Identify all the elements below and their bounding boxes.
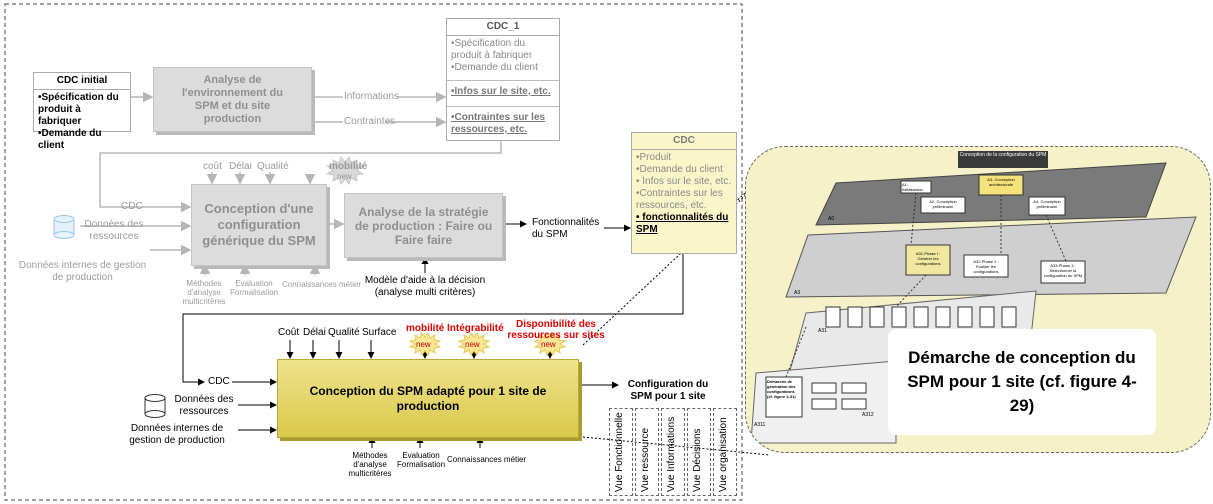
cdc-initial-item: •Spécification du bbox=[38, 92, 119, 103]
cdc-1-card: CDC_1 •Spécification du produit à fabriq… bbox=[446, 18, 560, 141]
generic-control-cout: coût bbox=[203, 161, 222, 172]
inset-label-a31: A31 bbox=[818, 328, 827, 334]
cdc-final-item: •Contraintes sur les ressources, etc. bbox=[636, 188, 723, 211]
new-badge-2: new bbox=[465, 340, 480, 349]
inset-panel: Conception de la configuration du SPM A1… bbox=[745, 146, 1211, 453]
inset-caption: Démarche de conception du SPM pour 1 sit… bbox=[907, 348, 1137, 415]
analyse-environnement-label: Analyse de l'environnement du SPM et du … bbox=[181, 73, 283, 125]
cdc-final-item: •Produit bbox=[636, 152, 672, 163]
cdc-final-fonctionnalites: • fonctionnalités du SPM bbox=[636, 212, 729, 235]
vue-fonctionnelle: Vue Fonctionnelle bbox=[614, 412, 625, 492]
cdc-1-item: produit à fabriquer bbox=[451, 50, 533, 61]
database-icon-adapted bbox=[144, 394, 166, 418]
new-badge-3: new bbox=[541, 340, 556, 349]
adapted-control-delai: Délai bbox=[303, 327, 326, 338]
vue-informations-box bbox=[661, 408, 685, 496]
flow-informations: Informations bbox=[344, 91, 400, 102]
adapted-mech-evaluation: Evaluation Formalisation bbox=[397, 451, 446, 469]
analyse-strategie-box: Analyse de la stratégie de production : … bbox=[344, 193, 503, 258]
conception-generique-box: Conception d'une configuration générique… bbox=[191, 184, 327, 266]
inset-a3-box-1: A31-Phase I : Générer les configurations bbox=[915, 251, 941, 266]
cdc-1-infos: •Infos sur le site, etc. bbox=[451, 86, 551, 97]
inset-label-a3: A3 bbox=[794, 290, 801, 296]
adapted-mech-methodes: Méthodes d'analyse multicritères bbox=[348, 451, 392, 478]
cdc-initial-item: •Demande du client bbox=[38, 128, 102, 151]
inset-top-title: Conception de la configuration du SPM bbox=[959, 152, 1047, 158]
inset-a0-box-2: A2- Conception préliminaire bbox=[929, 199, 957, 209]
adapted-new-mobilite: mobilité bbox=[406, 323, 445, 334]
new-burst-generic bbox=[325, 155, 365, 186]
conception-generique-label: Conception d'une configuration générique… bbox=[202, 201, 316, 248]
adapted-donnees-internes: Données internes de gestion de productio… bbox=[129, 423, 225, 446]
generic-control-delai: Délai bbox=[229, 161, 252, 172]
vue-ressource-box bbox=[635, 408, 659, 496]
vue-fonctionnelle-box bbox=[609, 408, 633, 496]
generic-mech-methodes: Méthodes d'analyse multicritères bbox=[182, 279, 226, 306]
inset-label-a312: A312 bbox=[862, 412, 874, 418]
inset-a0-box-1: A1- Initialisation bbox=[902, 182, 923, 192]
cdc-final-item: • Infos sur le site, etc. bbox=[636, 176, 732, 187]
adapted-cdc-label: CDC bbox=[208, 376, 230, 387]
cdc-1-contraintes: •Contraintes sur les ressources, etc. bbox=[451, 112, 546, 135]
cdc-final-title: CDC bbox=[632, 133, 736, 150]
inset-a3-box-3: A33-Phase 3 : Sélectionner la configurat… bbox=[1043, 263, 1083, 278]
inset-label-a0: A0 bbox=[828, 216, 835, 222]
database-icon-generic bbox=[53, 215, 75, 239]
vue-organisation-box bbox=[713, 408, 737, 496]
cdc-final-card: CDC •Produit •Demande du client • Infos … bbox=[631, 132, 737, 254]
fonctionnalites-output: Fonctionnalités du SPM bbox=[532, 217, 600, 240]
configuration-output: Configuration du SPM pour 1 site bbox=[627, 379, 709, 402]
vues-group: Vue Fonctionnelle Vue ressource Vue Info… bbox=[609, 408, 739, 496]
cdc-initial-title: CDC initial bbox=[34, 73, 130, 90]
generic-mech-evaluation: Evaluation Formalisation bbox=[230, 279, 279, 297]
cdc-final-item: •Demande du client bbox=[636, 164, 723, 175]
adapted-donnees-ressources: Données des ressources bbox=[174, 394, 234, 417]
adapted-new-disponibilite: Disponibilité des ressources sur sites bbox=[507, 319, 605, 341]
inset-a0-box-3: A3- Conception architecturale bbox=[987, 177, 1015, 187]
vue-ressource: Vue ressource bbox=[640, 427, 651, 492]
generic-donnees-ressources: Données des ressources bbox=[84, 219, 144, 242]
cdc-1-item: •Demande du client bbox=[451, 62, 538, 73]
adapted-mech-connaissances: Connaissances métier bbox=[447, 455, 527, 464]
generic-control-qualite: Qualité bbox=[257, 161, 289, 172]
inset-label-a311: A311 bbox=[754, 422, 766, 428]
inset-a0-box-4: A4- Conception préliminaire bbox=[1033, 199, 1061, 209]
cdc-1-item: •Spécification du bbox=[451, 38, 526, 49]
vue-informations: Vue Informations bbox=[666, 416, 677, 492]
adapted-control-cout: Coût bbox=[278, 327, 300, 338]
inset-caption-box: Démarche de conception du SPM pour 1 sit… bbox=[888, 329, 1156, 435]
vue-decisions: Vue Décisions bbox=[692, 428, 703, 492]
new-burst-2 bbox=[457, 331, 491, 357]
cdc-initial-card: CDC initial •Spécification du produit à … bbox=[33, 72, 131, 151]
inset-a31-title: Démarche de génération des configuration… bbox=[767, 379, 796, 399]
adapted-control-qualite: Qualité bbox=[328, 327, 360, 338]
analyse-strategie-label: Analyse de la stratégie de production : … bbox=[354, 204, 493, 247]
adapted-control-surface: Surface bbox=[362, 327, 397, 338]
vue-decisions-box bbox=[687, 408, 711, 496]
new-badge-1: new bbox=[416, 340, 431, 349]
conception-adaptee-label: Conception du SPM adapté pour 1 site de … bbox=[309, 383, 547, 413]
flow-contraintes: Contraintes bbox=[344, 116, 396, 127]
generic-mobilite: mobilité bbox=[329, 161, 368, 172]
cdc-initial-item: produit à fabriquer bbox=[38, 104, 82, 127]
conception-adaptee-box: Conception du SPM adapté pour 1 site de … bbox=[277, 359, 579, 438]
vue-organisation: Vue organisation bbox=[718, 417, 729, 492]
adapted-new-integrabilite: Intégrabilité bbox=[447, 323, 504, 334]
inset-a3-box-2: A32-Phase 2 : Evaluer les configurations bbox=[973, 259, 999, 274]
generic-cdc-label: CDC bbox=[121, 201, 143, 212]
generic-new-badge: new bbox=[337, 172, 352, 181]
cdc-1-title: CDC_1 bbox=[447, 19, 559, 36]
new-burst-1 bbox=[408, 331, 442, 357]
new-burst-3 bbox=[533, 331, 567, 357]
generic-mech-connaissances: Connaissances métier bbox=[282, 280, 362, 289]
modele-aide-decision: Modèle d'aide à la décision (analyse mul… bbox=[364, 275, 486, 298]
generic-donnees-internes: Données internes de gestion de productio… bbox=[18, 260, 147, 283]
analyse-environnement-box: Analyse de l'environnement du SPM et du … bbox=[153, 67, 312, 132]
